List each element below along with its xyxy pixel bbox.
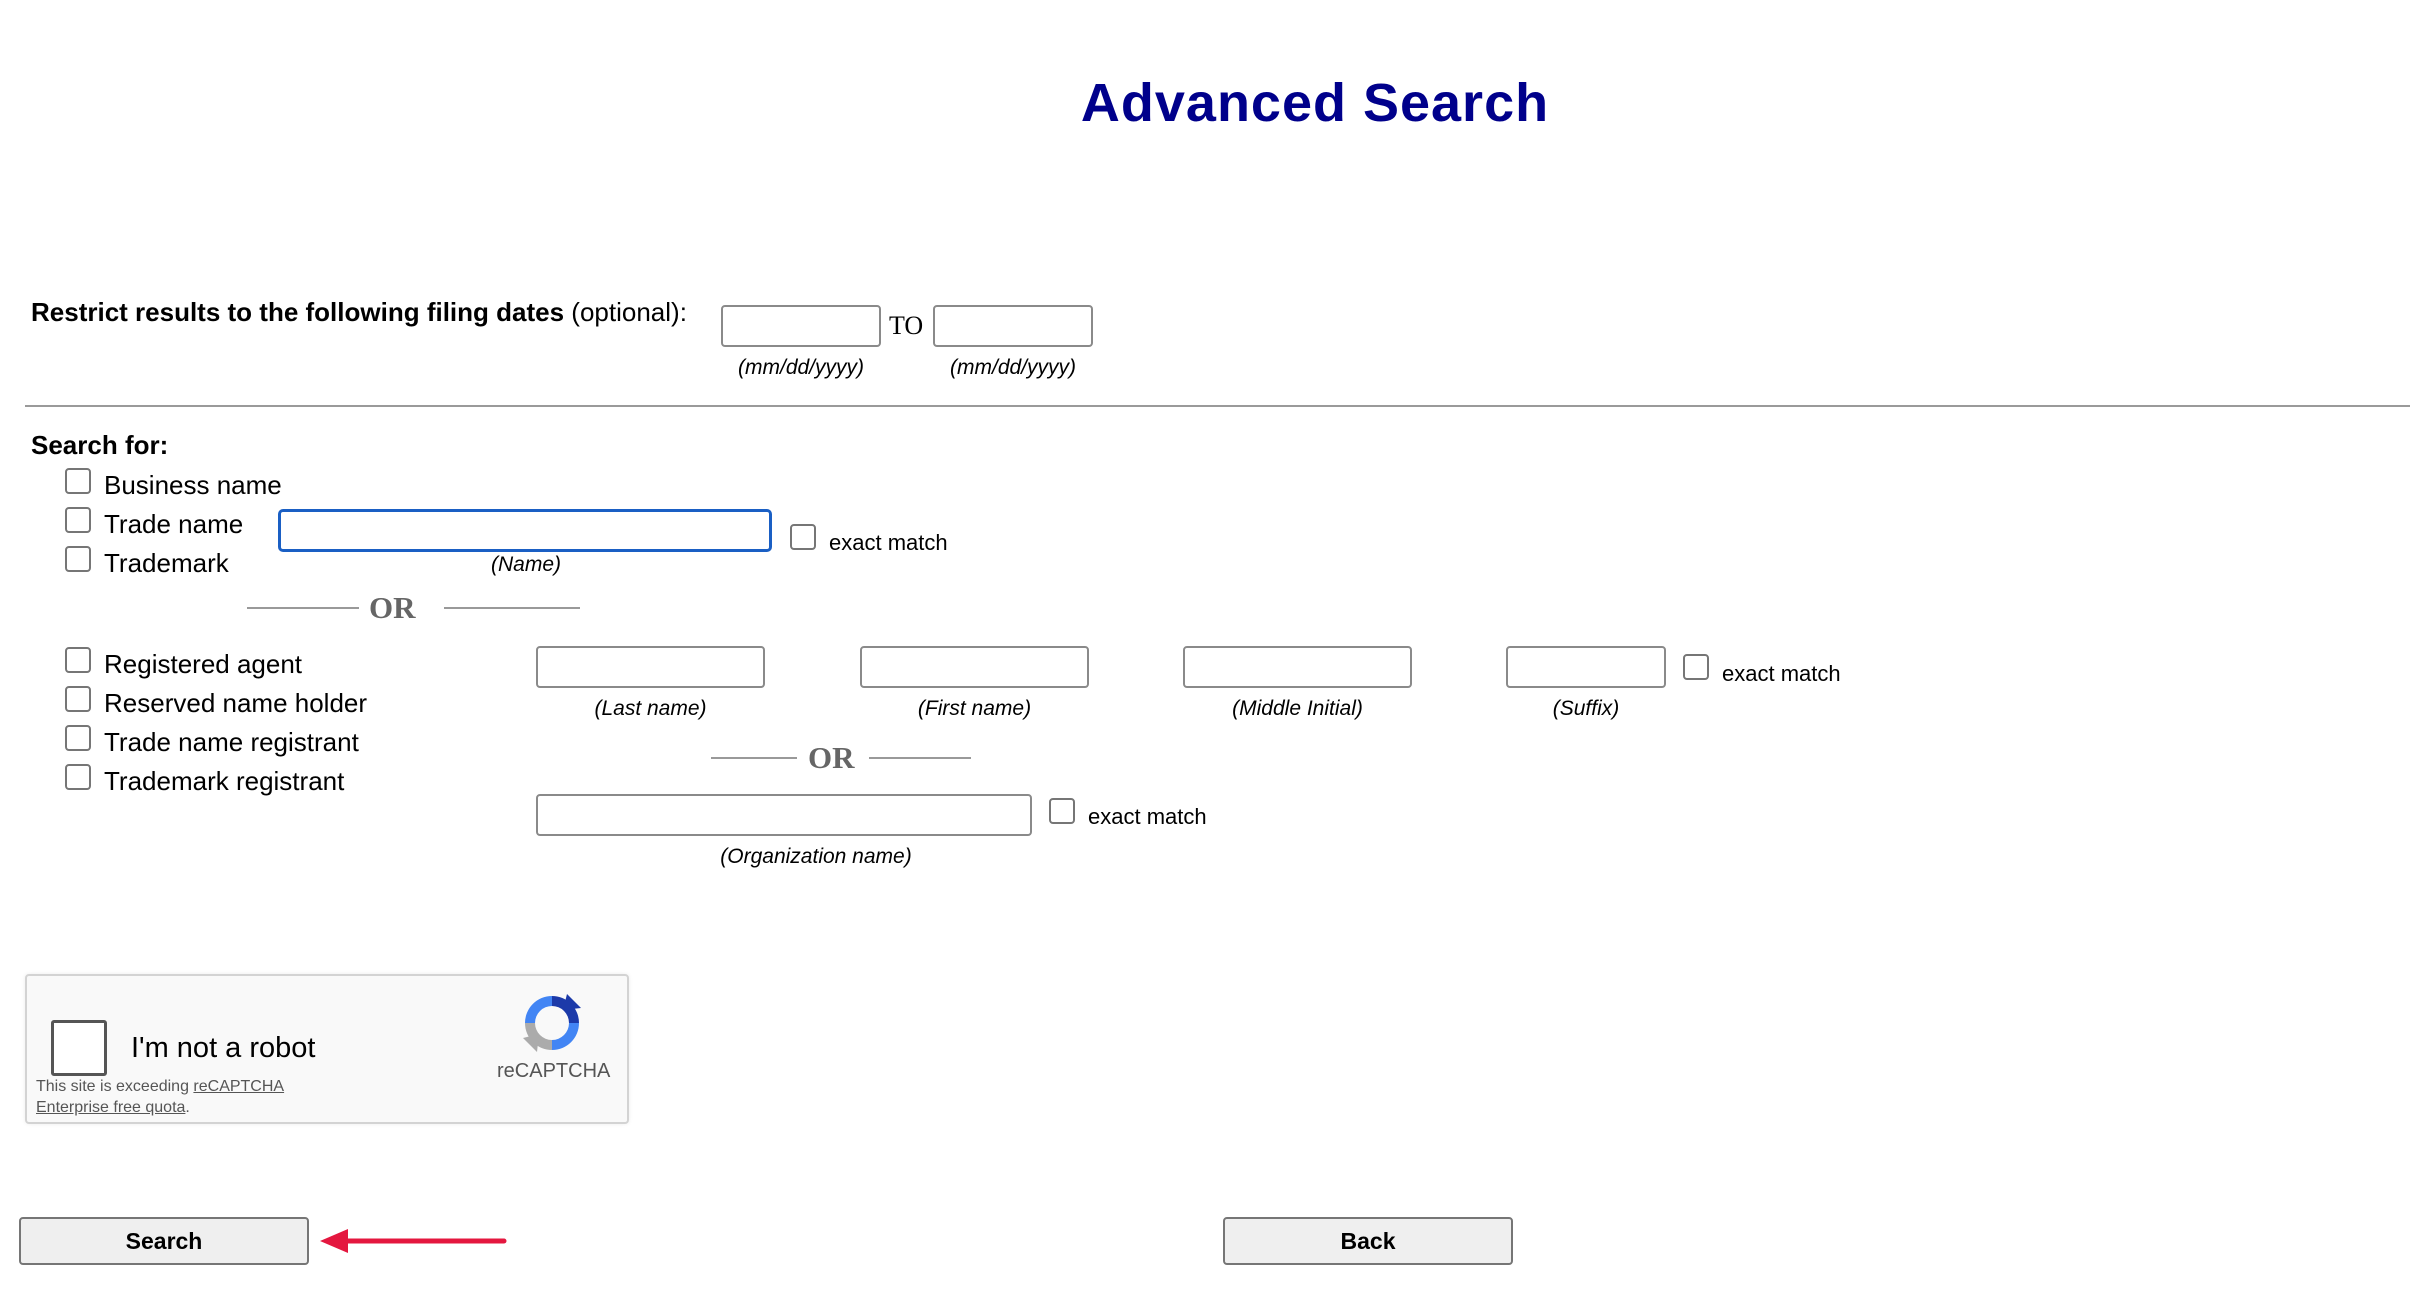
recaptcha-note-prefix: This site is exceeding [36, 1078, 194, 1095]
trademark-label: Trademark [104, 548, 229, 578]
suffix-caption: (Suffix) [1552, 697, 1620, 720]
section-divider [25, 405, 2410, 407]
filing-dates-label: Restrict results to the following filing… [31, 297, 687, 328]
recaptcha-quota-note: This site is exceeding reCAPTCHA Enterpr… [36, 1076, 336, 1118]
recaptcha-logo-icon [517, 988, 587, 1058]
search-for-heading: Search for: [31, 430, 169, 460]
filing-date-from-input[interactable] [721, 305, 881, 347]
name-caption: (Name) [490, 553, 561, 576]
last-name-caption: (Last name) [594, 697, 707, 720]
org-exact-match-label: exact match [1088, 804, 1207, 829]
middle-initial-input[interactable] [1183, 646, 1412, 688]
last-name-input[interactable] [536, 646, 765, 688]
filing-dates-label-bold: Restrict results to the following filing… [31, 297, 565, 327]
organization-name-caption: (Organization name) [720, 845, 912, 868]
first-name-input[interactable] [860, 646, 1089, 688]
name-exact-match-label: exact match [829, 530, 948, 555]
or-divider-line-right-2 [869, 757, 971, 759]
search-button[interactable]: Search [19, 1217, 309, 1265]
reserved-name-holder-checkbox[interactable] [65, 686, 91, 712]
registered-agent-label: Registered agent [104, 649, 303, 679]
filing-date-from-caption: (mm/dd/yyyy) [738, 356, 864, 379]
or-divider-text-2: OR [808, 740, 855, 775]
or-divider-line-right [444, 607, 580, 609]
person-exact-match-checkbox[interactable] [1683, 654, 1709, 680]
annotation-arrow-icon [318, 1226, 508, 1256]
page-title: Advanced Search [1080, 73, 1550, 133]
filing-date-to-input[interactable] [933, 305, 1093, 347]
business-name-label: Business name [104, 470, 282, 500]
filing-date-to-caption: (mm/dd/yyyy) [950, 356, 1076, 379]
or-divider-line-left [247, 607, 359, 609]
trademark-registrant-checkbox[interactable] [65, 764, 91, 790]
recaptcha-checkbox[interactable] [51, 1020, 107, 1076]
trade-name-registrant-checkbox[interactable] [65, 725, 91, 751]
recaptcha-quota-link[interactable]: reCAPTCHA Enterprise free quota [36, 1078, 285, 1116]
reserved-name-holder-label: Reserved name holder [104, 688, 368, 718]
person-exact-match-label: exact match [1722, 661, 1841, 686]
trade-name-checkbox[interactable] [65, 507, 91, 533]
business-name-checkbox[interactable] [65, 468, 91, 494]
filing-dates-label-optional: (optional): [571, 297, 687, 327]
organization-name-input[interactable] [536, 794, 1032, 836]
or-divider-line-left-2 [711, 757, 797, 759]
or-divider-text: OR [369, 590, 416, 625]
name-exact-match-checkbox[interactable] [790, 524, 816, 550]
recaptcha-label: I'm not a robot [131, 1032, 316, 1064]
trademark-checkbox[interactable] [65, 546, 91, 572]
recaptcha-brand: reCAPTCHA [497, 1060, 611, 1082]
middle-initial-caption: (Middle Initial) [1232, 697, 1363, 720]
trade-name-label: Trade name [104, 509, 244, 539]
suffix-input[interactable] [1506, 646, 1666, 688]
recaptcha-note-suffix: . [185, 1099, 190, 1116]
first-name-caption: (First name) [917, 697, 1032, 720]
registered-agent-checkbox[interactable] [65, 647, 91, 673]
trade-name-registrant-label: Trade name registrant [104, 727, 359, 757]
org-exact-match-checkbox[interactable] [1049, 798, 1075, 824]
trademark-registrant-label: Trademark registrant [104, 766, 345, 796]
name-input[interactable] [278, 509, 772, 552]
back-button[interactable]: Back [1223, 1217, 1513, 1265]
recaptcha-widget: I'm not a robot reCAPTCHA This site is e… [25, 974, 629, 1124]
to-label: TO [889, 311, 924, 340]
